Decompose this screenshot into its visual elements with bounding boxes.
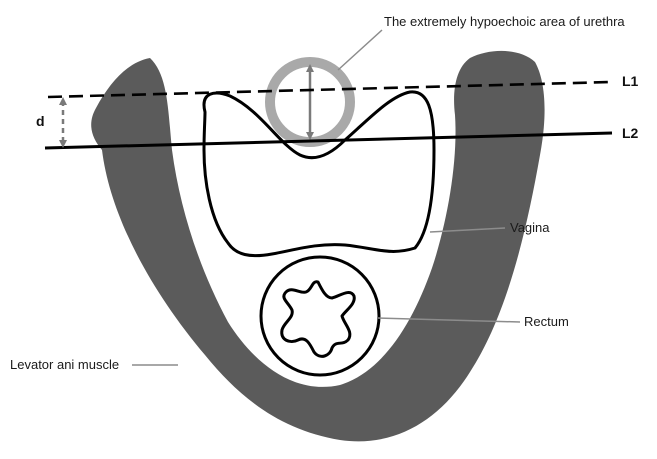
vagina-outline <box>204 92 434 256</box>
line-l1-label: L1 <box>622 73 639 89</box>
vagina-label: Vagina <box>510 220 550 235</box>
urethra-label: The extremely hypoechoic area of urethra <box>384 14 625 29</box>
levator-ani-label: Levator ani muscle <box>10 357 119 372</box>
line-l2-label: L2 <box>622 125 639 141</box>
rectum-label: Rectum <box>524 314 569 329</box>
urethra-leader-line <box>338 30 382 70</box>
distance-label: d <box>36 113 45 129</box>
